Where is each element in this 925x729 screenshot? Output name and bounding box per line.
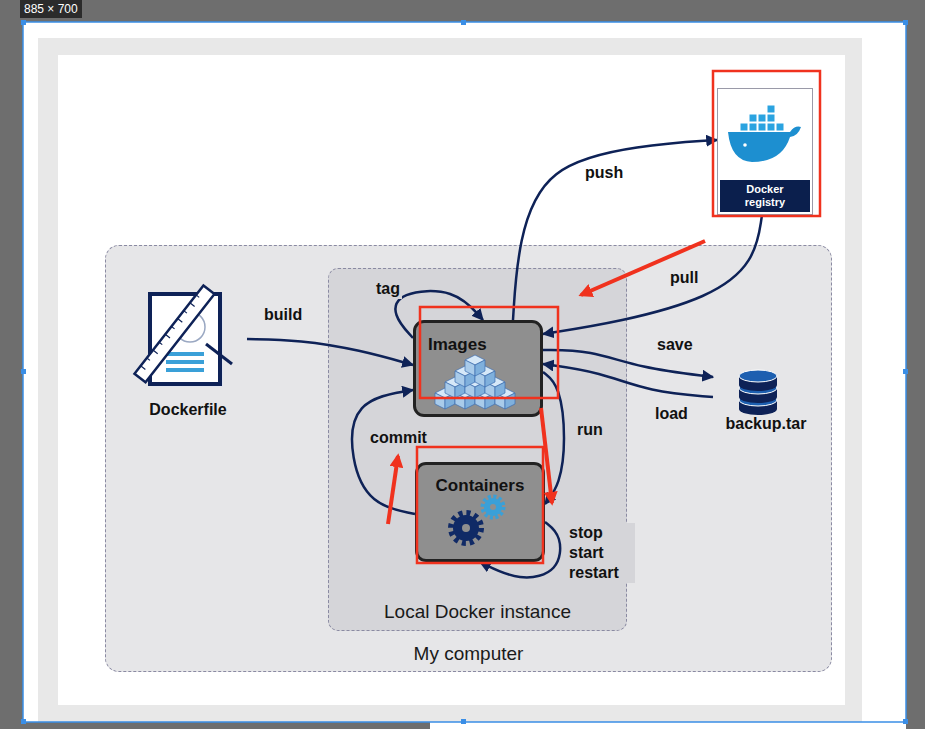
node-text: Local Docker instance: [384, 601, 571, 623]
edge-label: tag: [374, 279, 402, 299]
gears-icon: [451, 497, 504, 544]
node-text: Docker registry: [720, 180, 810, 212]
edge-label: save: [655, 335, 695, 355]
edge-label: stop start restart: [567, 523, 635, 583]
dockerfile-icon: [134, 285, 232, 387]
flow-arrow: [480, 522, 560, 577]
node-text: Dockerfile: [149, 401, 226, 419]
red-annotation: [388, 71, 820, 563]
host-region: Dockerfile ImagesContainersLocal Docker i…: [105, 245, 832, 672]
size-badge: 885 × 700: [20, 0, 82, 18]
node-text: backup.tar: [726, 415, 807, 433]
docker-whale: [728, 105, 801, 162]
flow-arrow: [543, 215, 762, 334]
edge-label: run: [575, 420, 605, 440]
registry-box: Docker registry: [717, 88, 813, 215]
images-box: Images: [413, 320, 543, 417]
backup-node: backup.tar: [713, 363, 819, 435]
flow-arrow: [352, 390, 415, 514]
flow-arrow: [247, 339, 413, 365]
edge-label: commit: [368, 428, 429, 448]
dockerfile-node: Dockerfile: [129, 284, 247, 421]
images-icon: [435, 355, 515, 409]
flow-arrow: [396, 291, 483, 338]
database-icon: [739, 370, 777, 415]
flow-arrow: [543, 364, 713, 397]
flow-arrow: [543, 372, 564, 504]
node-text: Containers: [436, 476, 525, 496]
node-text: Images: [428, 335, 487, 355]
flow-arrow: [513, 140, 717, 320]
containers-box: Containers: [415, 462, 545, 562]
edge-label: load: [653, 404, 690, 424]
node-text: My computer: [414, 643, 524, 665]
edge-label: pull: [668, 268, 700, 288]
edge-label: push: [583, 163, 625, 183]
edge-label: build: [262, 305, 304, 325]
